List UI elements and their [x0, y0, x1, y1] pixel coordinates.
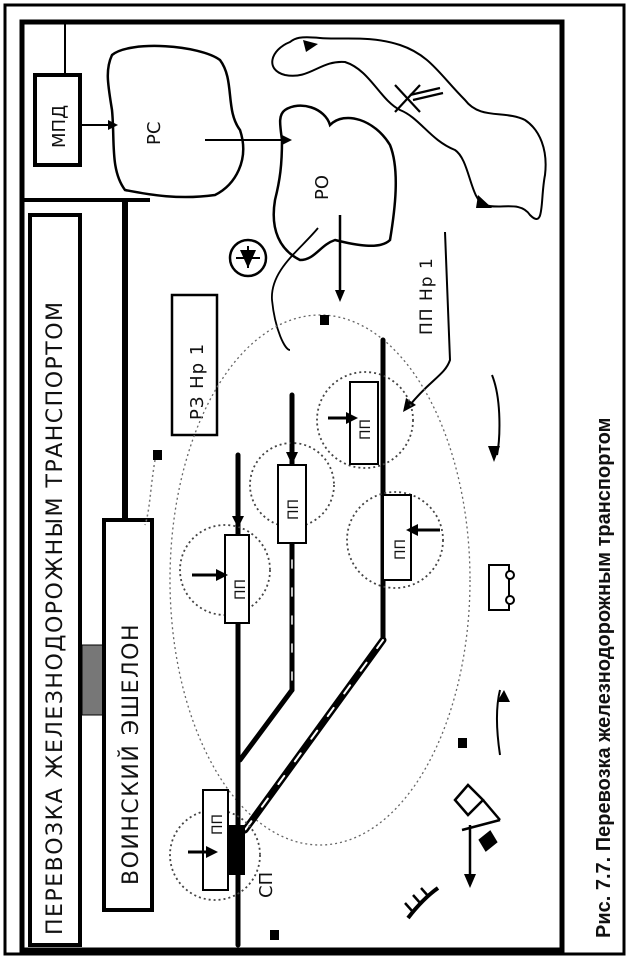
sp-block: [228, 825, 245, 875]
marker-square: [270, 930, 279, 940]
map-frame: [19, 19, 565, 953]
rz-label: РЗ Нр 1: [187, 343, 208, 420]
maneuver-route: [271, 36, 547, 220]
outer-border: [3, 3, 626, 956]
route-arrow-top: [303, 40, 318, 52]
ro-route-curve: [271, 227, 319, 351]
marker-square: [153, 450, 162, 460]
aircraft-icon: [394, 84, 444, 113]
vehicle-route: [488, 374, 515, 756]
pp-unit-3: ПП: [316, 371, 414, 469]
ro-label: РО: [312, 175, 333, 200]
rz-box: [170, 293, 219, 437]
rs-ro-arrowhead: [282, 135, 292, 145]
pp-label: ПП: [233, 579, 249, 600]
pp-unit-2: ПП: [249, 400, 335, 544]
zone-connector: [144, 459, 156, 526]
rs-area: [106, 44, 245, 199]
pp-label: ПП: [393, 539, 409, 560]
pp-unit-5: ПП: [169, 789, 261, 901]
banner-box: [28, 213, 82, 947]
rs-label: РС: [144, 122, 165, 145]
coupling-block: [81, 644, 105, 716]
mpd-label: МПД: [49, 105, 70, 148]
marker-square: [320, 315, 329, 325]
military-train-label: ВОИНСКИЙ ЭШЕЛОН: [118, 623, 144, 885]
route-arrow-right: [476, 195, 492, 208]
military-train-box: [102, 518, 154, 912]
ro-down-arrowhead: [335, 290, 345, 302]
pp-nr-leader: [409, 231, 452, 406]
pp-nr-label: ПП Нр 1: [417, 257, 437, 335]
sp-label: СП: [256, 872, 277, 898]
mpd-box: [33, 73, 82, 167]
marker-square: [458, 738, 467, 748]
pp-label: ПП: [210, 814, 226, 835]
pp-unit-4: ПП: [346, 491, 444, 589]
banner-title: ПЕРЕВОЗКА ЖЕЛЕЗНОДОРОЖНЫМ ТРАНСПОРТОМ: [43, 300, 68, 935]
ro-area: [272, 104, 398, 262]
shelter-icon: [228, 238, 268, 278]
pp-label: ПП: [358, 419, 374, 440]
pp-label: ПП: [286, 499, 302, 520]
pp-nr-arrowhead: [403, 398, 416, 412]
tactical-symbols: [404, 783, 501, 920]
pp-unit-1: ПП: [179, 492, 271, 624]
figure-caption: Рис. 7.7. Перевозка железнодорожным тран…: [593, 418, 615, 938]
